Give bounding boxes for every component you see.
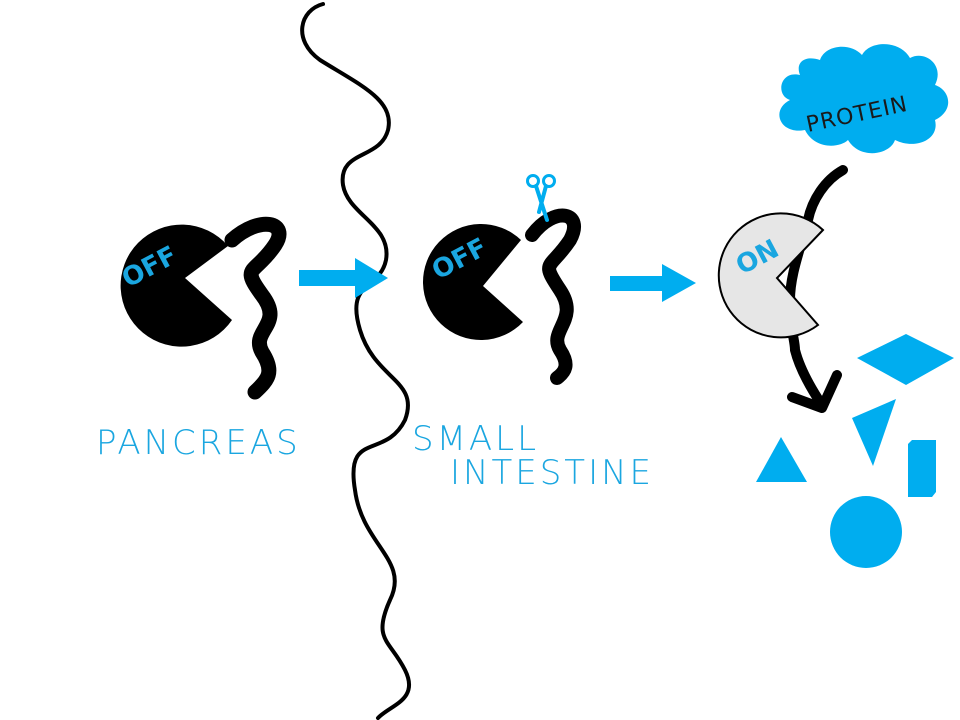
pacman-body (120, 224, 232, 347)
arrow-right-2 (610, 264, 696, 302)
protein-chain-squiggle (224, 216, 287, 400)
diamond-shape (857, 334, 954, 385)
scissors-icon (526, 174, 556, 222)
small-intestine-label-line1: SMALL (412, 419, 540, 459)
rectangle-shape (908, 440, 936, 497)
circle-shape (830, 496, 902, 568)
enzyme-off-small-intestine: OFF (423, 174, 581, 385)
small-intestine-label-line2: INTESTINE (450, 453, 655, 493)
divider-wavy-line (300, 2, 412, 720)
protein-chain-squiggle (525, 208, 581, 385)
arrow-down-head (787, 370, 842, 413)
triangle-up-shape (756, 437, 807, 482)
pacman-body (423, 224, 523, 340)
triangle-down-shape (852, 399, 896, 466)
protein-cloud: PROTEIN (779, 44, 949, 154)
pancreas-label: PANCREAS (96, 423, 301, 463)
pacman-body (717, 212, 825, 339)
enzyme-on: ON (717, 212, 825, 339)
enzyme-off-pancreas: OFF (117, 216, 287, 400)
arrow-right-1 (299, 258, 388, 298)
amino-acid-fragments (756, 334, 954, 568)
protein-chain-line (784, 165, 848, 410)
